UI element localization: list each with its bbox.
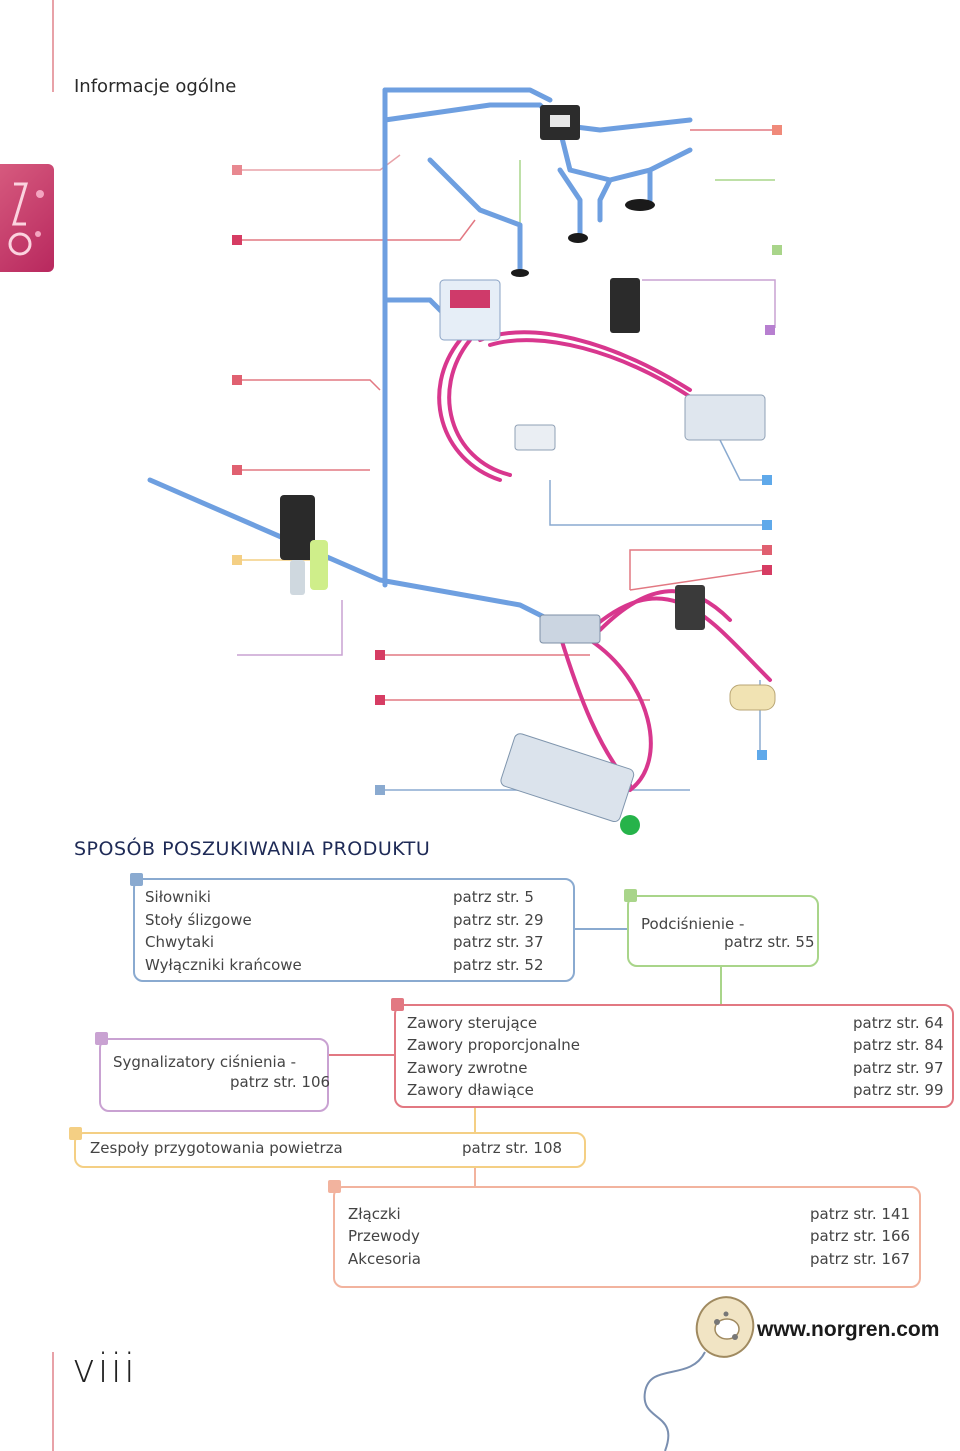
sygnalizatory-label[interactable]: Sygnalizatory ciśnienia - (113, 1053, 297, 1071)
zlaczki-ref-1[interactable]: patrz str. 166 (810, 1227, 911, 1245)
section-title: SPOSÓB POSZUKIWANIA PRODUKTU (74, 838, 431, 860)
podcisnienie-ref[interactable]: patrz str. 55 (724, 933, 815, 951)
marker-zespoly (69, 1127, 82, 1140)
connector-zawory-zespoly (474, 1106, 476, 1134)
pneumatic-system-diagram (147, 87, 782, 835)
page-number: viii (72, 1346, 138, 1392)
connector-silowniki-podcisnienie (574, 928, 629, 930)
box-silowniki (133, 878, 575, 982)
website-link[interactable]: www.norgren.com (757, 1318, 940, 1341)
box-zespoly (74, 1132, 586, 1168)
silowniki-ref-1[interactable]: patrz str. 29 (453, 911, 544, 929)
sygnalizatory-ref[interactable]: patrz str. 106 (230, 1073, 331, 1091)
silowniki-ref-0[interactable]: patrz str. 5 (453, 888, 534, 906)
silowniki-label-1[interactable]: Stoły ślizgowe (145, 911, 252, 929)
zawory-ref-0[interactable]: patrz str. 64 (853, 1014, 944, 1032)
connector-sygnalizatory-zawory (328, 1054, 396, 1056)
zlaczki-label-1[interactable]: Przewody (348, 1227, 420, 1245)
zawory-label-2[interactable]: Zawory zwrotne (407, 1059, 528, 1077)
bottom-accent-line (52, 1352, 54, 1451)
marker-zlaczki (328, 1180, 341, 1193)
marker-sygnalizatory (95, 1032, 108, 1045)
box-podcisnienie (627, 895, 819, 967)
connector-zespoly-zlaczki (474, 1166, 476, 1188)
zlaczki-ref-2[interactable]: patrz str. 167 (810, 1250, 911, 1268)
silowniki-ref-2[interactable]: patrz str. 37 (453, 933, 544, 951)
connector-podcisnienie-zawory (720, 966, 722, 1006)
zawory-ref-2[interactable]: patrz str. 97 (853, 1059, 944, 1077)
zespoly-label[interactable]: Zespoły przygotowania powietrza (90, 1139, 343, 1157)
zespoly-ref[interactable]: patrz str. 108 (462, 1139, 563, 1157)
box-sygnalizatory (99, 1038, 329, 1112)
zawory-label-3[interactable]: Zawory dławiące (407, 1081, 534, 1099)
zawory-ref-3[interactable]: patrz str. 99 (853, 1081, 944, 1099)
marker-zawory (391, 998, 404, 1011)
box-zawory (394, 1004, 954, 1108)
mouse-illustration (643, 1296, 755, 1451)
zlaczki-label-2[interactable]: Akcesoria (348, 1250, 421, 1268)
box-zlaczki (333, 1186, 921, 1288)
marker-podcisnienie (624, 889, 637, 902)
marker-silowniki (130, 873, 143, 886)
silowniki-ref-3[interactable]: patrz str. 52 (453, 956, 544, 974)
zawory-ref-1[interactable]: patrz str. 84 (853, 1036, 944, 1054)
silowniki-label-2[interactable]: Chwytaki (145, 933, 215, 951)
side-tab (0, 164, 54, 272)
silowniki-label-0[interactable]: Siłowniki (145, 888, 211, 906)
norgren-logo-icon (8, 182, 44, 256)
zawory-label-0[interactable]: Zawory sterujące (407, 1014, 538, 1032)
silowniki-label-3[interactable]: Wyłączniki krańcowe (145, 956, 302, 974)
zlaczki-ref-0[interactable]: patrz str. 141 (810, 1205, 911, 1223)
top-accent-line (52, 0, 54, 92)
podcisnienie-label[interactable]: Podciśnienie - (641, 915, 745, 933)
zlaczki-label-0[interactable]: Złączki (348, 1205, 401, 1223)
zawory-label-1[interactable]: Zawory proporcjonalne (407, 1036, 580, 1054)
page-header: Informacje ogólne (74, 76, 237, 97)
